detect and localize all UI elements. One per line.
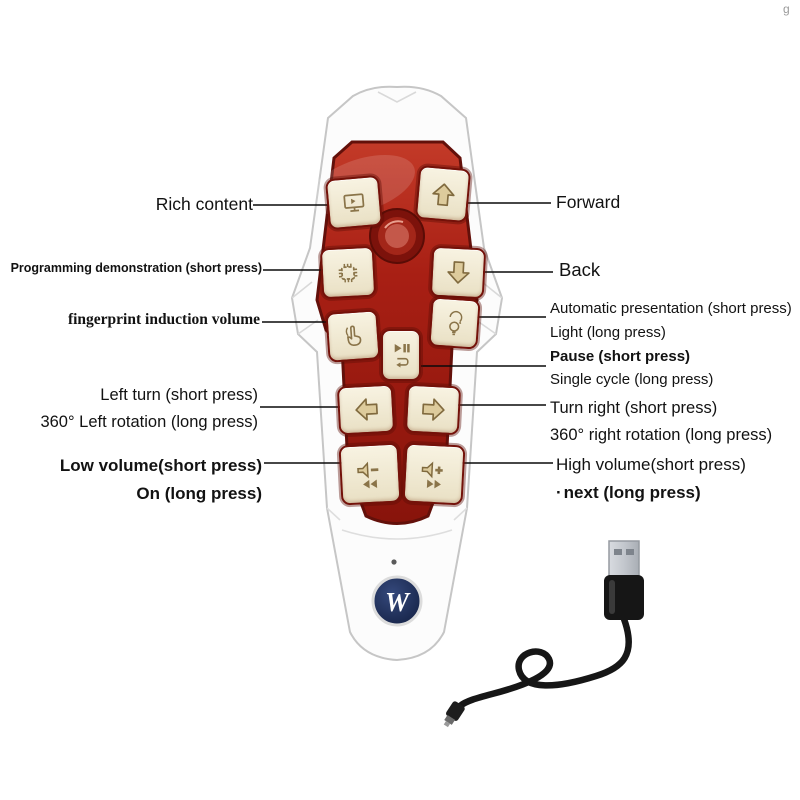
light-button[interactable]: [428, 296, 481, 350]
charging-plug: [443, 701, 465, 728]
callout-text: Light (long press): [550, 324, 666, 341]
back-button[interactable]: [429, 245, 487, 300]
arrow-up-icon: [431, 182, 455, 206]
arrow-down-icon: [446, 261, 470, 284]
hand-touch-icon: [345, 325, 362, 346]
callout-text: 360° Left rotation (long press): [40, 413, 258, 431]
forward-button[interactable]: [414, 164, 472, 224]
pause-button[interactable]: [381, 329, 421, 381]
callout-left-turn: Left turn (short press) 360° Left rotati…: [40, 382, 258, 436]
left-turn-button[interactable]: [336, 383, 396, 436]
indicator-dot: [391, 559, 397, 565]
callout-text: Turn right (short press): [550, 399, 718, 417]
callout-text: Forward: [556, 192, 621, 212]
callout-high-volume: High volume(short press) ·next (long pre…: [556, 451, 746, 507]
callout-lines: [253, 202, 553, 464]
callout-fingerprint: fingerprint induction volume: [68, 311, 260, 329]
callout-text: Back: [559, 259, 601, 280]
callout-text: Automatic presentation (short press): [550, 300, 792, 317]
arrow-left-icon: [354, 398, 378, 421]
callout-turn-right: Turn right (short press) 360° right rota…: [550, 395, 772, 449]
usb-charging-cable: [443, 540, 644, 728]
rich-content-button[interactable]: [324, 174, 384, 231]
bulb-icon: [449, 310, 463, 335]
callout-text: next (long press): [563, 483, 701, 502]
callout-text: Single cycle (long press): [550, 371, 714, 388]
callout-text: High volume(short press): [556, 455, 746, 474]
callout-back: Back: [559, 259, 600, 281]
callout-text: 360° right rotation (long press): [550, 426, 773, 444]
callout-auto-presentation: Automatic presentation (short press) Lig…: [550, 297, 792, 345]
volume-up-button[interactable]: [402, 442, 466, 506]
callout-text: Pause (short press): [550, 348, 691, 365]
callout-text: ·next (long press): [556, 479, 746, 507]
callout-text: Rich content: [155, 194, 253, 214]
usb-cable-wire: [456, 615, 632, 710]
callout-text: Programming demonstration (short press): [10, 261, 262, 275]
fingerprint-volume-button[interactable]: [325, 309, 381, 363]
callout-text: Low volume(short press): [59, 456, 262, 475]
logo-letter: W: [385, 587, 411, 617]
programming-button[interactable]: [319, 245, 377, 300]
volume-down-button[interactable]: [338, 442, 402, 506]
callout-dot: ·: [556, 483, 562, 502]
presentation-screen-icon: [343, 192, 365, 212]
chip-icon: [338, 263, 358, 282]
play-pause-icon: [394, 344, 410, 368]
callout-pause: Pause (short press) Single cycle (long p…: [550, 345, 713, 391]
volume-plus-forward-icon: [421, 460, 443, 488]
logo-button[interactable]: W: [371, 575, 423, 627]
callout-text: Left turn (short press): [100, 386, 258, 404]
callout-programming: Programming demonstration (short press): [11, 261, 262, 275]
callout-text: On (long press): [136, 484, 262, 503]
callout-low-volume: Low volume(short press) On (long press): [60, 452, 262, 508]
callout-text: fingerprint induction volume: [67, 311, 260, 328]
watermark: g: [783, 2, 790, 16]
callout-forward: Forward: [556, 192, 620, 213]
usb-connector-metal: [608, 540, 640, 578]
turn-right-button[interactable]: [404, 383, 462, 436]
callout-rich-content: Rich content: [156, 194, 253, 215]
arrow-right-icon: [421, 398, 445, 421]
volume-minus-rewind-icon: [357, 461, 379, 488]
